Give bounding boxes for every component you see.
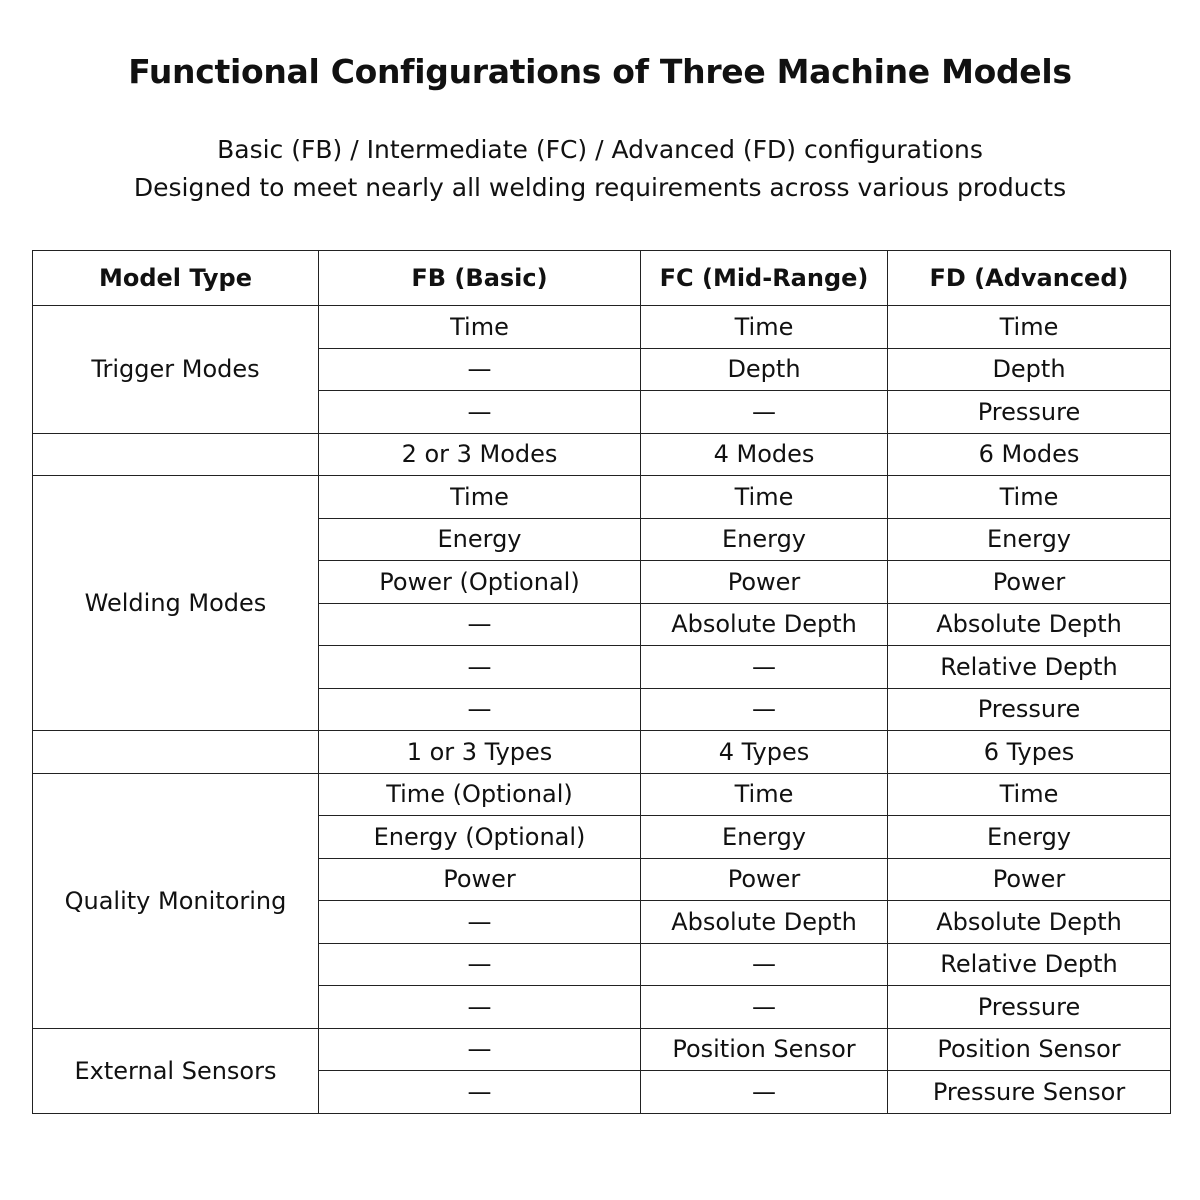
cell-fc: Position Sensor xyxy=(640,1027,888,1071)
table-row: — — Pressure xyxy=(33,687,1171,731)
cell-fb: Energy (Optional) xyxy=(318,815,641,859)
cell-fb: — xyxy=(318,1070,641,1114)
cell-fd: Time xyxy=(887,475,1171,519)
header-model-type: Model Type xyxy=(32,250,319,306)
cell-fd: 6 Types xyxy=(887,730,1171,774)
cell-fc: 4 Types xyxy=(640,730,888,774)
table-row: Welding Modes Time Time Time xyxy=(32,475,1171,731)
page-title: Functional Configurations of Three Machi… xyxy=(128,52,1072,91)
table-row: External Sensors — Position Sensor Posit… xyxy=(32,1027,1171,1114)
section-label-trigger-modes: Trigger Modes xyxy=(32,305,319,434)
table-row: — — Pressure Sensor xyxy=(33,1070,1171,1114)
cell-fd: Time xyxy=(887,772,1171,816)
cell-fc: 4 Modes xyxy=(640,432,888,476)
cell-fb: Power xyxy=(318,857,641,901)
cell-fc: — xyxy=(640,942,888,986)
header-fb: FB (Basic) xyxy=(318,250,641,306)
cell-fd: Absolute Depth xyxy=(887,900,1171,944)
summary-row-welding: 1 or 3 Types 4 Types 6 Types xyxy=(32,730,1171,774)
cell-fd: Energy xyxy=(887,517,1171,561)
section-label-external-sensors: External Sensors xyxy=(32,1027,319,1114)
cell-fc: Time xyxy=(640,305,888,349)
cell-fb: — xyxy=(318,347,641,391)
cell-fc: Energy xyxy=(640,517,888,561)
cell-fd: Position Sensor xyxy=(887,1027,1171,1071)
cell-fb: — xyxy=(318,687,641,731)
cell-fc: — xyxy=(640,645,888,689)
cell-fb: — xyxy=(318,645,641,689)
cell-fb: — xyxy=(318,390,641,434)
cell-fc: — xyxy=(640,390,888,434)
section-label-welding-modes: Welding Modes xyxy=(32,475,319,731)
table-row: — — Relative Depth xyxy=(33,645,1171,689)
cell-fd: Absolute Depth xyxy=(887,602,1171,646)
cell-fd: Power xyxy=(887,857,1171,901)
header-fc: FC (Mid-Range) xyxy=(640,250,888,306)
table-row: Power Power Power xyxy=(33,857,1171,901)
cell-fc: — xyxy=(640,985,888,1029)
cell-fc: Absolute Depth xyxy=(640,602,888,646)
cell-fb: — xyxy=(318,602,641,646)
cell-fd: Pressure Sensor xyxy=(887,1070,1171,1114)
cell-fd: Power xyxy=(887,560,1171,604)
cell-fb: — xyxy=(318,1027,641,1071)
table-row: — Absolute Depth Absolute Depth xyxy=(33,602,1171,646)
cell-fc: Absolute Depth xyxy=(640,900,888,944)
cell-fd: Energy xyxy=(887,815,1171,859)
summary-row-trigger: 2 or 3 Modes 4 Modes 6 Modes xyxy=(32,432,1171,476)
cell-fd: Relative Depth xyxy=(887,645,1171,689)
cell-fc: Power xyxy=(640,560,888,604)
cell-fb: Energy xyxy=(318,517,641,561)
cell-fc: Time xyxy=(640,475,888,519)
cell-fc: — xyxy=(640,687,888,731)
cell-fc: — xyxy=(640,1070,888,1114)
subtitle-line-2: Designed to meet nearly all welding requ… xyxy=(133,173,1067,202)
table-row: — — Pressure xyxy=(33,985,1171,1029)
cell-fc: Depth xyxy=(640,347,888,391)
table-row: Trigger Modes Time Time Time xyxy=(32,305,1171,434)
table-row: — Depth Depth xyxy=(33,347,1171,391)
cell-fb: Time (Optional) xyxy=(318,772,641,816)
table-row: Energy Energy Energy xyxy=(33,517,1171,561)
section-label-quality-monitoring: Quality Monitoring xyxy=(32,772,319,1029)
cell-fb: 2 or 3 Modes xyxy=(318,432,641,476)
cell-fd: Depth xyxy=(887,347,1171,391)
subtitle-line-1: Basic (FB) / Intermediate (FC) / Advance… xyxy=(217,135,983,164)
cell-fb: Time xyxy=(318,475,641,519)
cell-fc: Energy xyxy=(640,815,888,859)
cell-fd: Pressure xyxy=(887,687,1171,731)
cell-fc: Power xyxy=(640,857,888,901)
cell-fd: Pressure xyxy=(887,390,1171,434)
cell-fb: — xyxy=(318,900,641,944)
cell-fd: Time xyxy=(887,305,1171,349)
configuration-table: Model Type FB (Basic) FC (Mid-Range) FD … xyxy=(32,250,1171,1114)
header-row: Model Type FB (Basic) FC (Mid-Range) FD … xyxy=(32,250,1171,306)
cell-fb: 1 or 3 Types xyxy=(318,730,641,774)
cell-fd: Pressure xyxy=(887,985,1171,1029)
section-label-empty xyxy=(32,432,319,476)
cell-fb: Power (Optional) xyxy=(318,560,641,604)
table-row: Quality Monitoring Time (Optional) Time … xyxy=(32,772,1171,1029)
cell-fd: 6 Modes xyxy=(887,432,1171,476)
table-row: Energy (Optional) Energy Energy xyxy=(33,815,1171,859)
cell-fb: — xyxy=(318,985,641,1029)
cell-fc: Time xyxy=(640,772,888,816)
table-row: — Absolute Depth Absolute Depth xyxy=(33,900,1171,944)
table-row: — — Relative Depth xyxy=(33,942,1171,986)
cell-fb: — xyxy=(318,942,641,986)
section-label-empty xyxy=(32,730,319,774)
table-row: Power (Optional) Power Power xyxy=(33,560,1171,604)
header-fd: FD (Advanced) xyxy=(887,250,1171,306)
cell-fb: Time xyxy=(318,305,641,349)
cell-fd: Relative Depth xyxy=(887,942,1171,986)
